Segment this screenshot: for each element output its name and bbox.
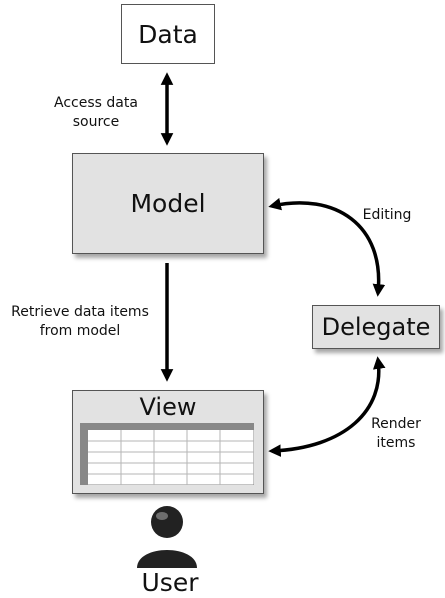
- data-node: Data: [121, 4, 215, 64]
- arrow-view-delegate: [268, 356, 386, 457]
- user-silhouette-icon: [137, 506, 197, 568]
- edge-label-line: Render: [371, 416, 421, 432]
- edge-label-access-data-source: Access data source: [46, 94, 146, 132]
- arrow-model-delegate: [268, 197, 386, 297]
- model-node-label: Model: [130, 189, 206, 218]
- edge-label-editing: Editing: [362, 207, 412, 223]
- edge-label-line: items: [376, 435, 416, 451]
- delegate-node-label: Delegate: [321, 313, 431, 341]
- view-node: View: [72, 390, 264, 494]
- view-node-label: View: [139, 393, 197, 421]
- model-node: Model: [72, 153, 264, 254]
- data-node-label: Data: [138, 19, 198, 49]
- user-label: User: [141, 568, 199, 597]
- edge-label-render-items: Render items: [366, 415, 426, 453]
- edge-label-line: source: [72, 114, 120, 130]
- edge-label-retrieve-data: Retrieve data items from model: [0, 303, 160, 341]
- delegate-node: Delegate: [312, 305, 440, 349]
- edge-label-line: Retrieve data items: [11, 304, 149, 320]
- spreadsheet-table-icon: [80, 423, 254, 485]
- edge-label-line: from model: [39, 323, 121, 339]
- edge-label-line: Access data: [54, 95, 138, 111]
